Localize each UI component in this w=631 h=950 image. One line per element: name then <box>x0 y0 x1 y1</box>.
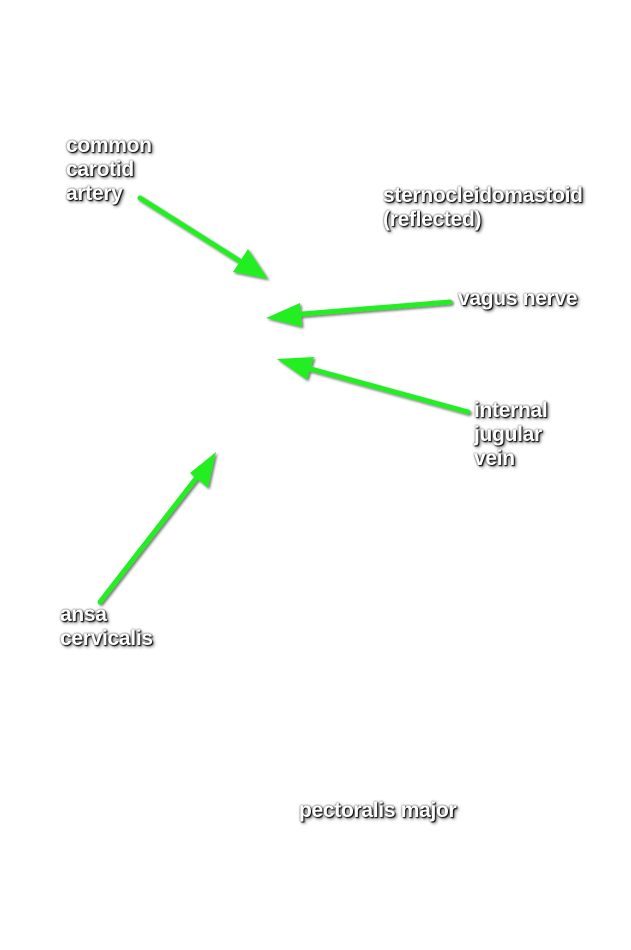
label-internal-jugular-vein: internal jugular vein <box>474 399 548 470</box>
arrow-ansa-cervicalis <box>97 452 216 605</box>
label-common-carotid-artery: common carotid artery <box>66 134 152 205</box>
arrow-internal-jugular-vein <box>277 357 471 415</box>
arrow-common-carotid-artery <box>137 195 268 279</box>
label-sternocleidomastoid: sternocleidomastoid (reflected) <box>383 184 583 231</box>
label-pectoralis-major: pectoralis major <box>299 799 457 822</box>
label-ansa-cervicalis: ansa cervicalis <box>60 603 153 650</box>
label-vagus-nerve: vagus nerve <box>458 287 578 310</box>
arrow-vagus-nerve <box>266 299 453 327</box>
